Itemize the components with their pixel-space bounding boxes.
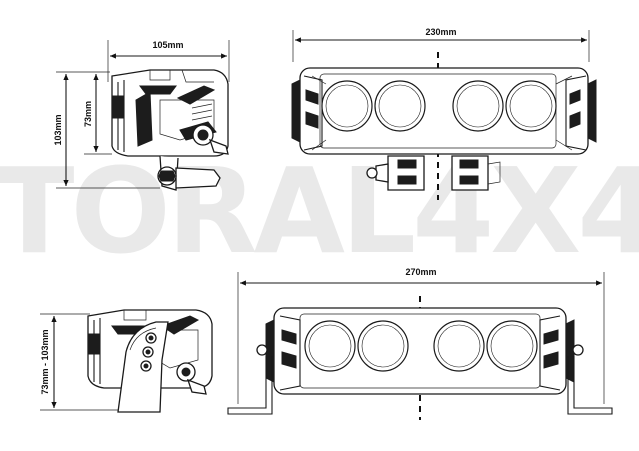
side-housing [111,69,229,157]
side-view-top: 105mm 103mm 73mm [53,40,230,191]
bottom-lens-2 [357,320,409,372]
side-view-bottom: 73mm - 103mm [40,309,213,413]
lens-2 [374,80,426,132]
bottom-side-bracket [117,321,207,413]
bottom-mount-feet [227,356,613,415]
watermark-text: TORAL4X4 [0,142,639,280]
bottom-view-270: 270mm [227,267,613,420]
dimension-label-front-width: 230mm [425,27,456,37]
bottom-lens-4 [486,320,538,372]
lens-3 [452,80,504,132]
dimension-side-width: 105mm [107,40,230,82]
dimension-side-body-height: 73mm [83,74,112,155]
lens-4 [505,80,557,132]
front-lenses [321,80,557,132]
dimension-label-bottom-side-height: 73mm - 103mm [40,329,50,394]
dimension-label-side-total-height: 103mm [53,114,63,145]
side-mount-bolt [157,155,221,191]
dimension-bottom-width: 270mm [237,267,605,404]
bottom-lens-3 [433,320,485,372]
front-mount-brackets [366,155,501,191]
bottom-lens-1 [304,320,356,372]
dimension-label-side-width: 105mm [152,40,183,50]
dimension-front-width: 230mm [292,27,590,62]
watermark: TORAL4X4 [0,142,639,280]
bottom-lenses [304,320,538,372]
dimension-label-side-body-height: 73mm [83,101,93,127]
dimension-label-bottom-width: 270mm [405,267,436,277]
dimension-bottom-side-height: 73mm - 103mm [40,313,118,411]
lens-1 [321,80,373,132]
dimension-side-total-height: 103mm [53,71,160,189]
front-view-230: 230mm [291,27,597,200]
